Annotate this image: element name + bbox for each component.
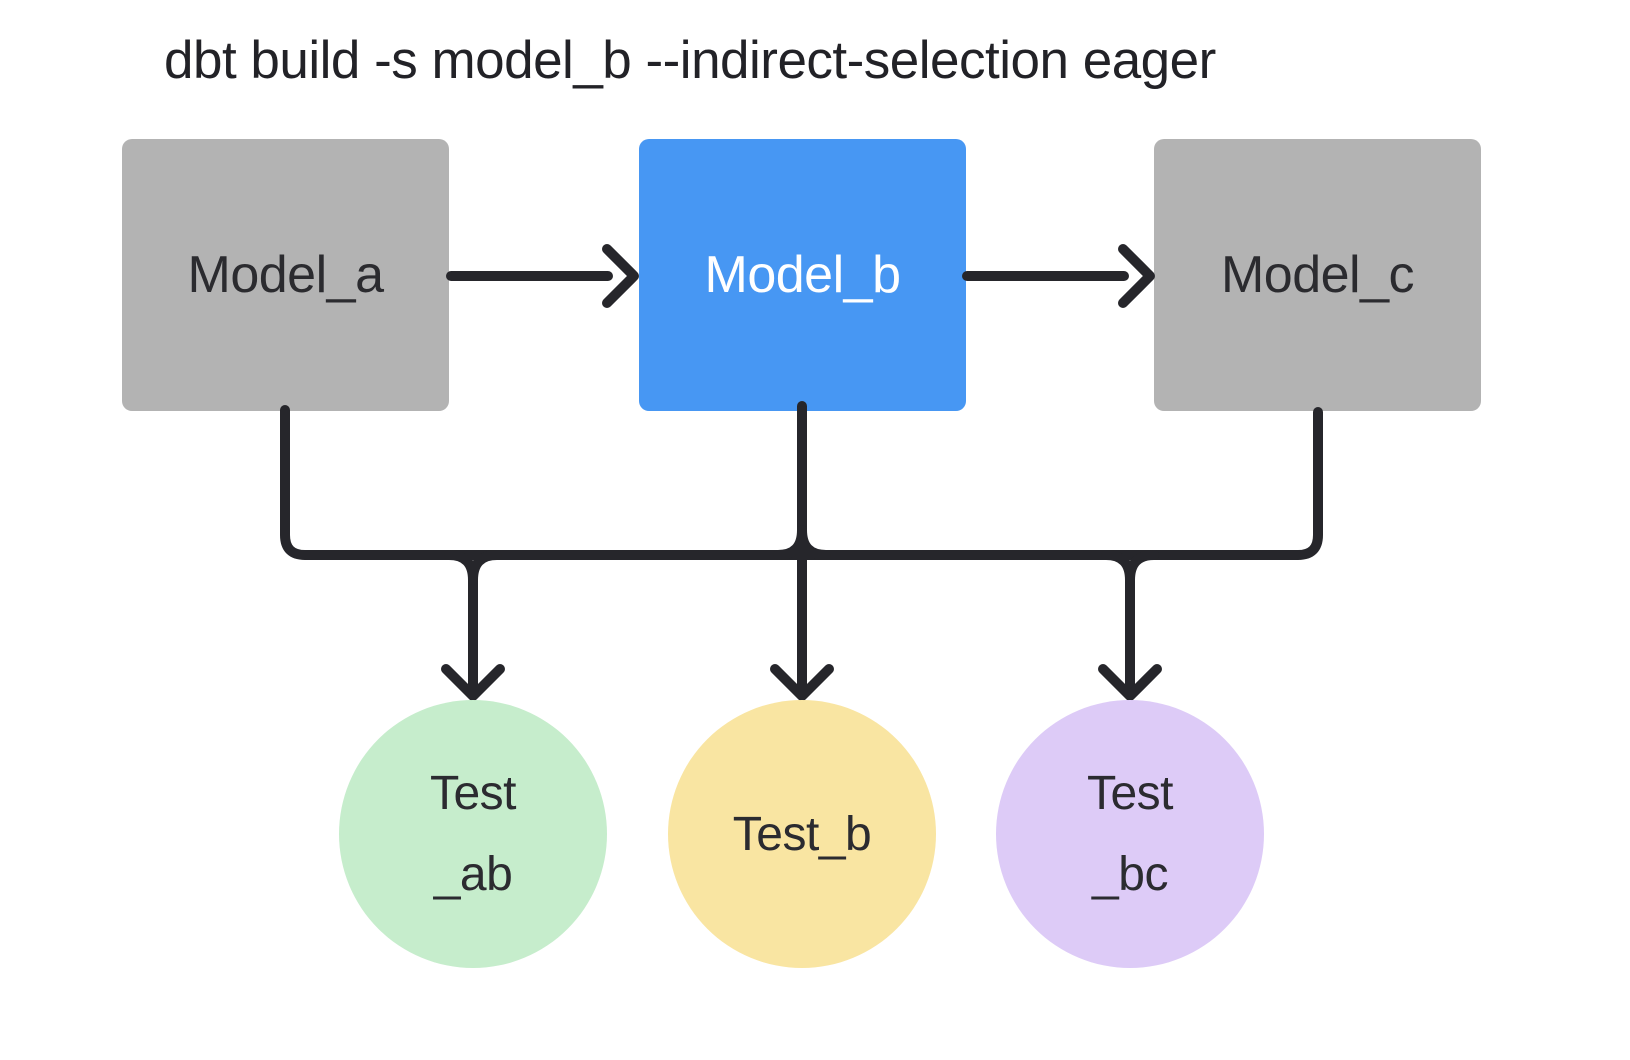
node-model-b-label: Model_b — [704, 246, 901, 304]
arrowhead-down-icon — [1098, 664, 1162, 701]
node-test-bc-label-line1: Test — [1086, 767, 1174, 820]
edge-bus-to-test-bc — [1098, 550, 1162, 701]
arrowhead-down-icon — [770, 664, 834, 701]
node-test-ab-label-line2: _ab — [433, 848, 513, 901]
edge-model-b-to-test-b — [770, 401, 834, 701]
node-test-b: Test_b — [668, 700, 936, 968]
arrowhead-right-icon — [602, 244, 639, 308]
node-model-b-selected: Model_b — [639, 139, 966, 411]
arrowhead-right-icon — [1118, 244, 1155, 308]
edge-model-b-to-model-c — [962, 244, 1155, 308]
node-test-ab: Test _ab — [339, 700, 607, 968]
edge-bus-to-test-ab — [441, 550, 505, 701]
edge-test-bus — [280, 405, 1323, 560]
edge-model-a-to-model-b — [446, 244, 639, 308]
node-model-a: Model_a — [122, 139, 449, 411]
node-test-bc: Test _bc — [996, 700, 1264, 968]
node-test-bc-label-line2: _bc — [1092, 848, 1168, 901]
arrowhead-down-icon — [441, 664, 505, 701]
node-test-ab-label-line1: Test — [429, 767, 517, 820]
node-model-a-label: Model_a — [187, 246, 384, 304]
node-model-c-label: Model_c — [1220, 246, 1415, 304]
node-model-c: Model_c — [1154, 139, 1481, 411]
node-test-b-label-line1: Test_b — [732, 807, 872, 861]
diagram-title: dbt build -s model_b --indirect-selectio… — [164, 31, 1216, 90]
